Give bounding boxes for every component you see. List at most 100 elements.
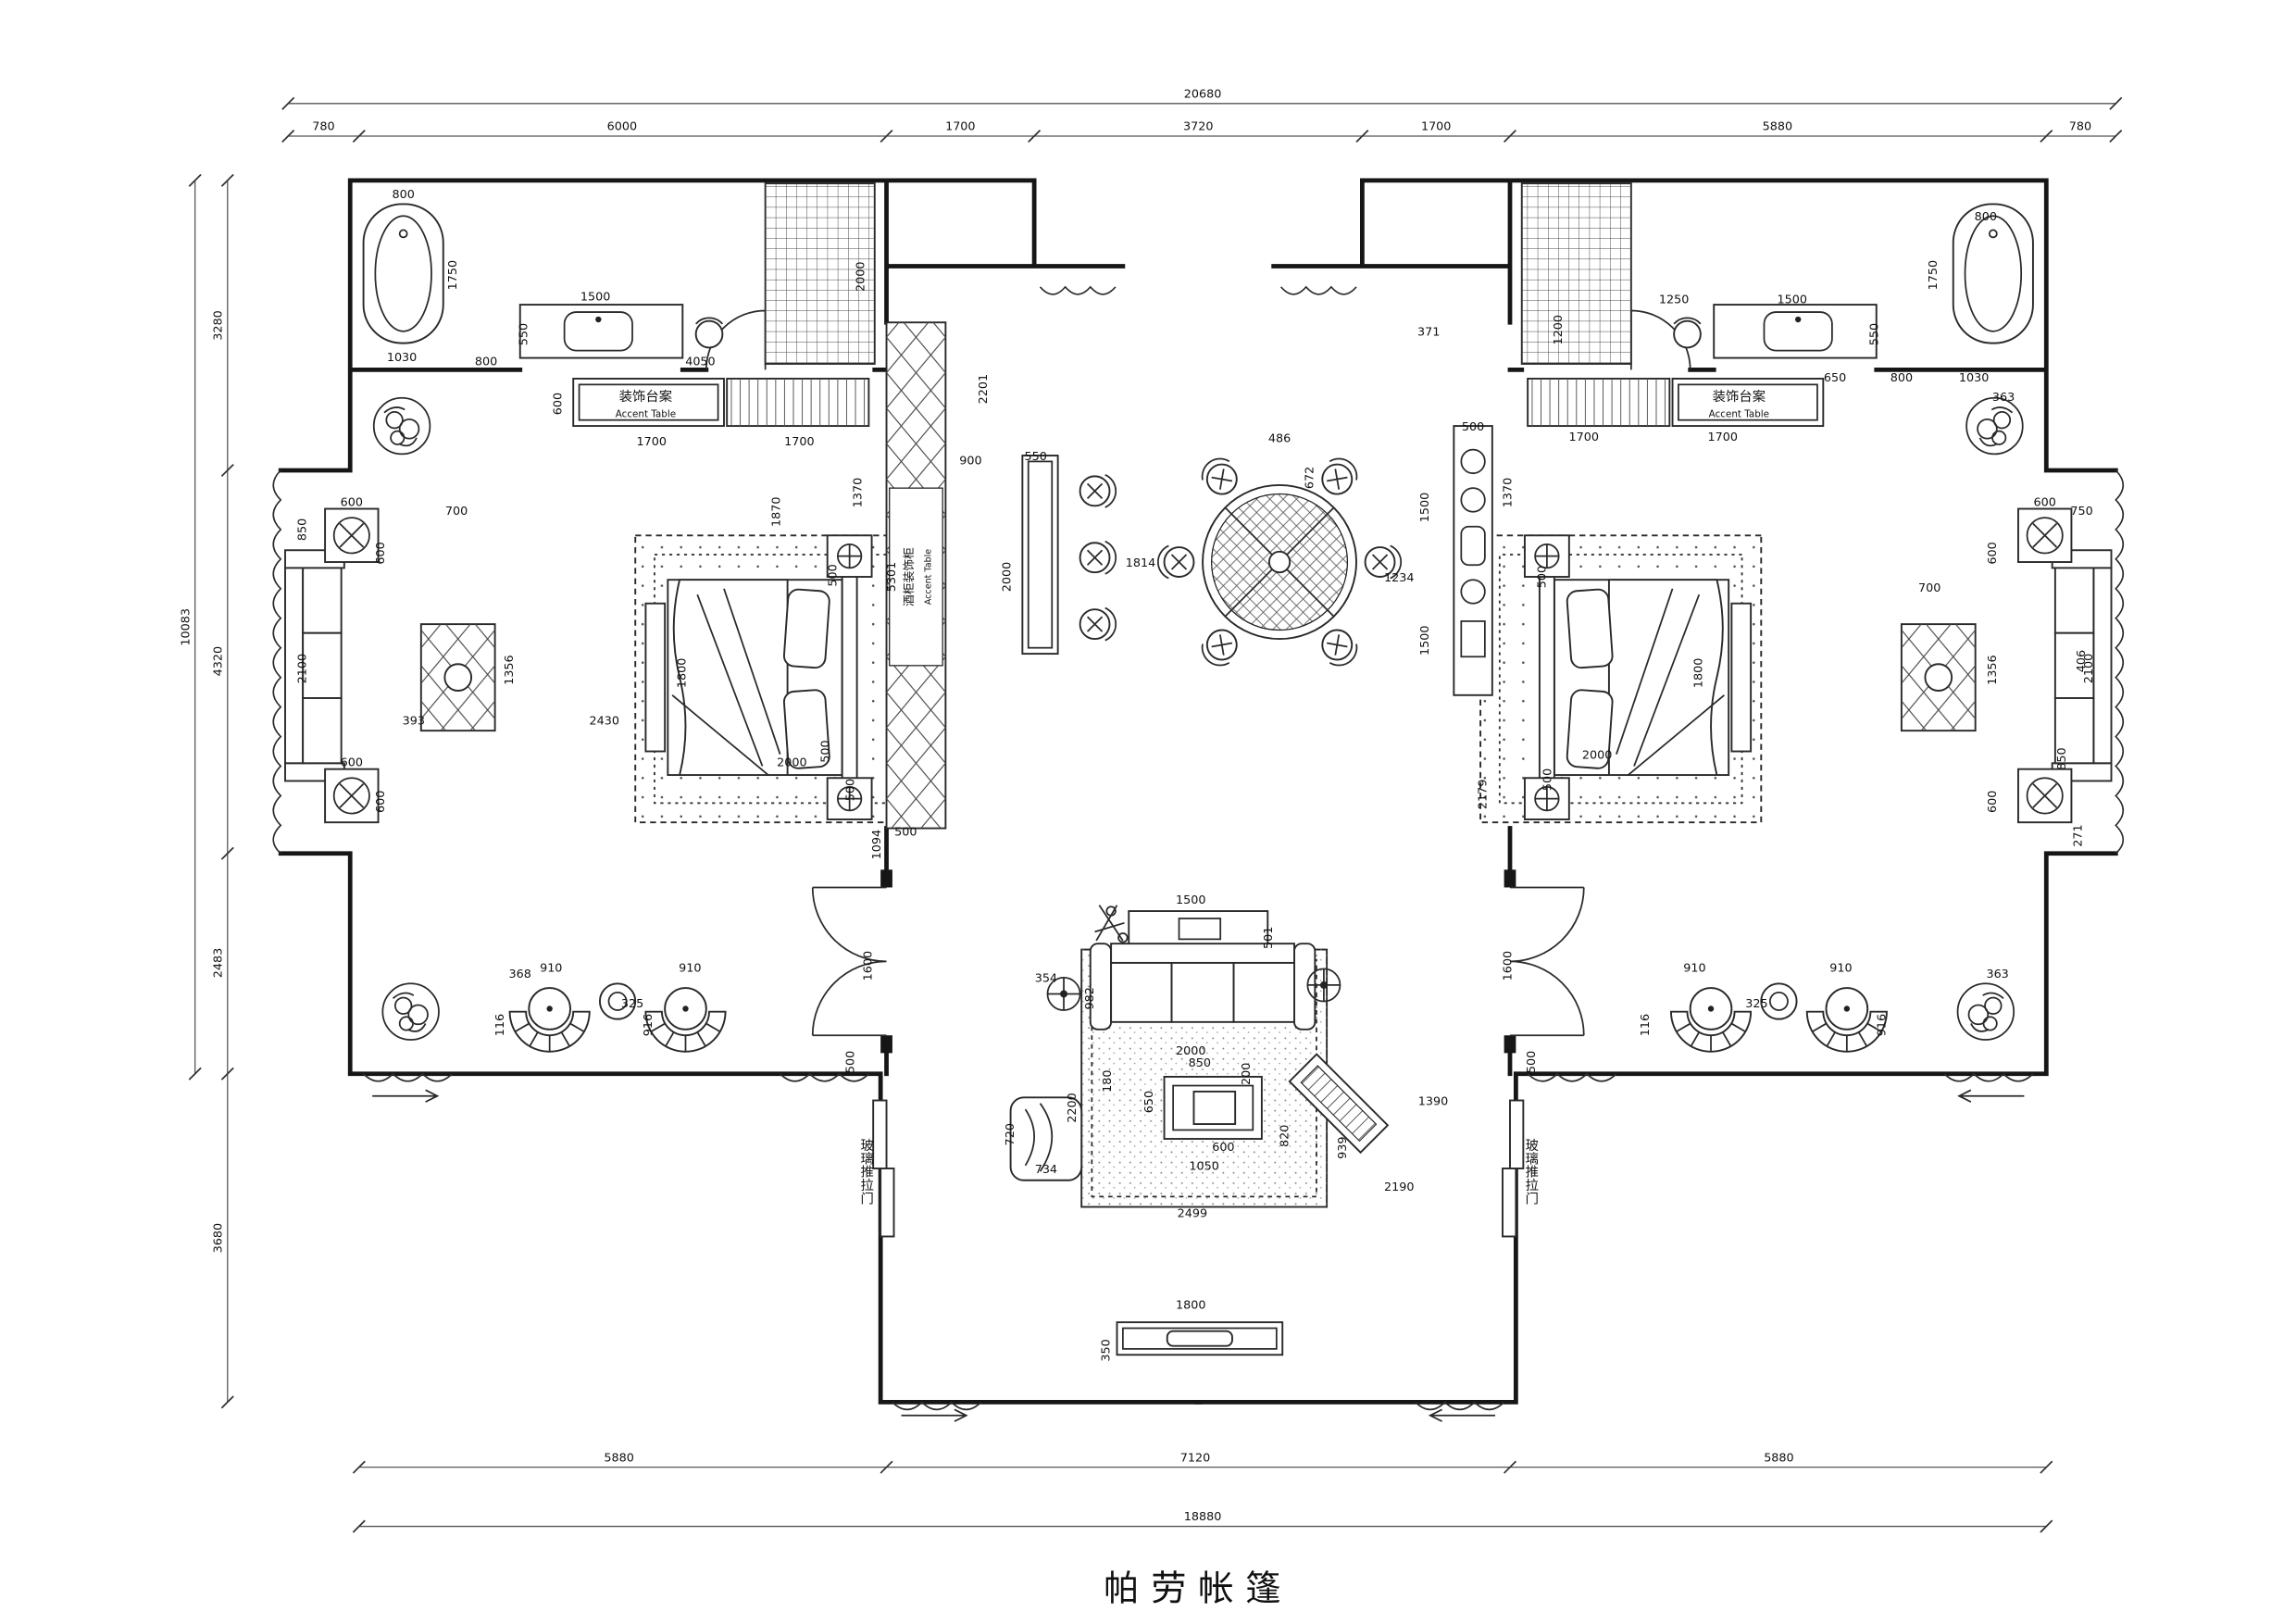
annotation-text: 354 <box>1035 972 1057 986</box>
annotation-text: 800 <box>1890 371 1913 385</box>
annotation-text: 600 <box>374 791 388 813</box>
annotation-text: 550 <box>1867 323 1881 345</box>
annotation-text: 2499 <box>1178 1207 1207 1221</box>
annotation-text: 1870 <box>770 496 784 527</box>
annotation-text: 1390 <box>1418 1094 1448 1108</box>
annotation-text: 1356 <box>503 655 517 685</box>
annotation-text: 406 <box>2075 650 2089 672</box>
annotation-text: 1030 <box>1959 371 1989 385</box>
annotation-text: 18880 <box>1184 1510 1222 1524</box>
annotation-text: 600 <box>341 756 363 769</box>
annotation-text: 271 <box>2072 824 2086 846</box>
floor-lamp <box>1306 968 1341 1003</box>
annotation-text: 500 <box>843 1051 857 1073</box>
annotation-text: 1700 <box>784 435 814 449</box>
annotation-text: 650 <box>1142 1091 1156 1113</box>
annotation-text: 1800 <box>675 658 689 689</box>
wet-bar-counter <box>1453 425 1493 696</box>
annotation-text: 780 <box>2069 120 2091 134</box>
annotation-text: 1500 <box>1418 625 1432 656</box>
annotation-text: 5301 <box>885 562 899 593</box>
annotation-text: 500 <box>1462 420 1484 434</box>
annotation-text: 1750 <box>1927 260 1940 291</box>
annotation-text: 325 <box>1745 997 1767 1011</box>
annotation-text: 900 <box>959 455 981 468</box>
annotation-text: 1370 <box>1502 478 1516 508</box>
lounge-chair <box>1009 1096 1083 1181</box>
dimension-lines <box>188 96 2123 1533</box>
annotation-text: 1700 <box>1421 120 1451 134</box>
annotation-text: 2000 <box>777 756 806 769</box>
annotation-text: 1800 <box>1176 1299 1205 1313</box>
annotation-text: 116 <box>493 1014 507 1036</box>
annotation-text: 982 <box>1083 987 1097 1009</box>
annotation-text: 350 <box>1100 1339 1114 1361</box>
annotation-text: 2100 <box>2082 654 2096 684</box>
annotation-text: Accent Table <box>923 549 933 605</box>
annotation-text: 3280 <box>211 310 225 341</box>
annotation-text: 2000 <box>1176 1044 1205 1058</box>
annotation-text: 800 <box>1975 210 1997 224</box>
annotation-text: 1370 <box>851 478 865 508</box>
annotation-text: 200 <box>1240 1063 1254 1085</box>
annotation-text: 700 <box>445 505 468 518</box>
annotation-text: 6000 <box>607 120 637 134</box>
annotation-text: 371 <box>1417 326 1440 340</box>
annotation-text: 486 <box>1268 432 1291 446</box>
annotation-text: 180 <box>1101 1070 1115 1093</box>
annotation-text: 501 <box>1262 927 1276 949</box>
annotation-text: 600 <box>1986 791 2000 813</box>
annotation-text: 600 <box>2034 495 2056 509</box>
annotation-text: 700 <box>1918 581 1940 595</box>
annotation-text: 2201 <box>977 374 991 405</box>
tv-stand <box>1288 1053 1390 1155</box>
annotation-text: 550 <box>518 323 531 345</box>
annotation-text: 116 <box>1639 1014 1653 1036</box>
annotation-text: Accent Table <box>616 408 676 419</box>
annotation-text: 910 <box>1829 962 1852 976</box>
wine-display-cabinet <box>885 321 947 830</box>
annotation-text: 720 <box>1004 1123 1017 1145</box>
annotation-text: 780 <box>312 120 334 134</box>
annotation-text: 500 <box>1541 768 1555 791</box>
sofa <box>1089 943 1316 1031</box>
annotation-text: 325 <box>621 997 643 1011</box>
annotation-text: 550 <box>1025 450 1047 464</box>
annotation-text: 650 <box>1824 371 1846 385</box>
annotation-text: 1500 <box>1778 293 1807 306</box>
annotation-text: 4050 <box>685 356 715 369</box>
annotation-text: 368 <box>509 968 531 981</box>
annotation-text: 2000 <box>1582 748 1612 762</box>
annotation-text: 1250 <box>1659 293 1689 306</box>
annotation-text: 910 <box>540 962 562 976</box>
annotation-text: 800 <box>475 356 497 369</box>
dining-table <box>1202 484 1357 641</box>
annotation-text: 1030 <box>387 351 417 365</box>
annotation-text: 装饰台案 <box>619 388 672 405</box>
coffee-table <box>1163 1075 1263 1140</box>
annotation-text: 600 <box>551 393 565 415</box>
annotation-text: 393 <box>403 715 425 729</box>
annotation-text: 1050 <box>1189 1160 1218 1174</box>
annotation-text: 2190 <box>1384 1181 1414 1194</box>
decor-branch <box>1094 905 1129 943</box>
annotation-text: 800 <box>392 188 414 202</box>
annotation-text: 2000 <box>855 261 868 292</box>
annotation-text: 10083 <box>179 608 193 646</box>
annotation-text: 5880 <box>1763 120 1792 134</box>
annotation-text: 2179 <box>1476 780 1490 810</box>
annotation-text: 1356 <box>1986 655 2000 685</box>
annotation-text: 916 <box>642 1014 655 1036</box>
annotation-text: 1500 <box>1176 893 1205 907</box>
annotation-text: 500 <box>1535 566 1549 588</box>
annotation-text: 1234 <box>1384 571 1414 585</box>
annotation-text: 910 <box>1683 962 1705 976</box>
annotation-text: 600 <box>1986 542 2000 564</box>
annotation-text: 750 <box>2070 505 2092 518</box>
annotation-text: 4320 <box>211 646 225 677</box>
annotation-text: 2430 <box>589 715 618 729</box>
annotation-text: 1700 <box>637 435 667 449</box>
annotation-text: 850 <box>2055 747 2069 769</box>
